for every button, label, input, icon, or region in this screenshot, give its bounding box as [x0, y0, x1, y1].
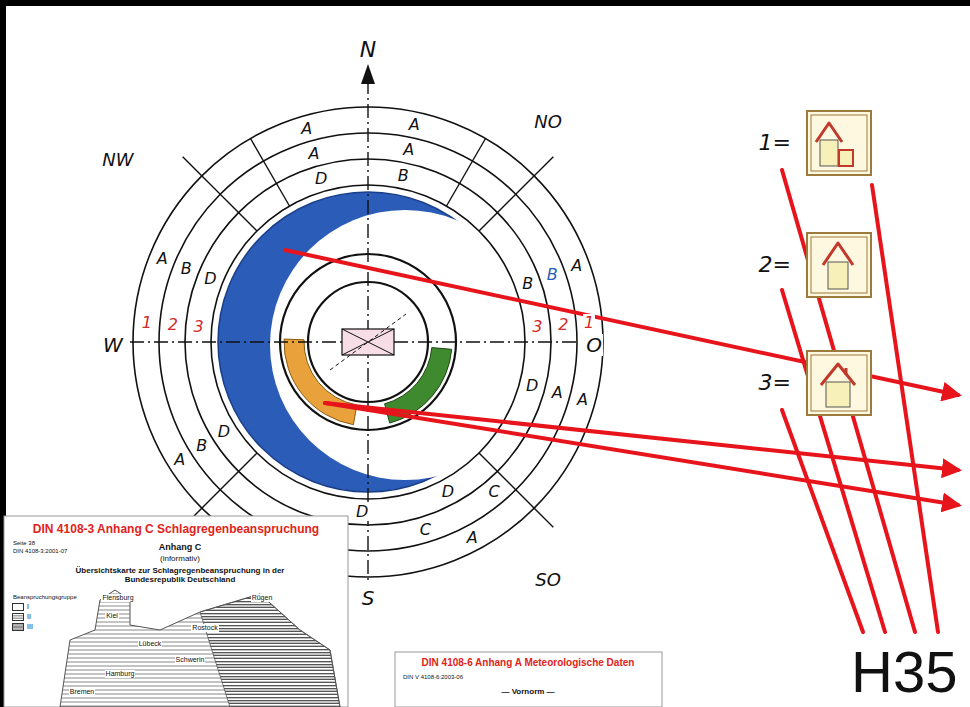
house-icon-box: 2=	[806, 232, 872, 298]
ring-number: 3	[193, 318, 205, 336]
number-label: 1=	[758, 131, 792, 155]
zone-letter: D	[525, 377, 539, 395]
direction-label: S	[361, 587, 376, 609]
city-label: Lübeck	[138, 640, 163, 648]
legend-row: III	[12, 623, 33, 631]
page-number: Seite 38	[12, 540, 36, 547]
zone-letter: A	[408, 116, 421, 134]
zone-letter: B	[397, 167, 410, 185]
legend-text: I	[27, 603, 29, 611]
document-inset	[4, 516, 662, 707]
annex-note: (informativ)	[159, 555, 201, 564]
direction-label: N	[359, 38, 377, 62]
city-label: Flensburg	[101, 594, 134, 602]
annex-heading: Anhang C	[158, 543, 203, 553]
ring-number: 1	[583, 314, 595, 332]
zone-letter: C	[487, 483, 500, 501]
zone-letter: D	[314, 170, 328, 188]
legend-row: II	[12, 613, 31, 621]
zone-letter: B	[521, 275, 534, 293]
city-label: Rügen	[251, 594, 274, 602]
number-label: 2=	[758, 253, 792, 277]
legend-text: III	[27, 623, 33, 631]
house-icon-box: 3=	[806, 350, 872, 416]
city-label: Schwerin	[175, 656, 206, 664]
standard-number: DIN V 4108-6:2003-06	[402, 674, 464, 681]
direction-label: O	[585, 334, 603, 356]
direction-label: SO	[534, 570, 562, 590]
house-icon	[806, 350, 872, 416]
zone-letter: A	[576, 391, 589, 409]
zone-letter: A	[570, 257, 583, 275]
zone-letter: A	[307, 145, 320, 163]
number-label: 3=	[758, 371, 792, 395]
house-icon	[806, 110, 872, 176]
city-label: Bremen	[69, 688, 96, 696]
zone-letter: A	[466, 529, 479, 547]
ring-number: 3	[531, 318, 543, 336]
zone-letter: D	[355, 503, 369, 521]
city-label: Hamburg	[105, 670, 136, 678]
building-plan	[330, 314, 406, 370]
ring-number: 2	[167, 316, 179, 334]
legend-heading: Beanspruchungsgruppe	[12, 594, 78, 601]
red-arrows	[285, 170, 958, 632]
zone-letter: B	[546, 266, 559, 284]
zone-letter: A	[551, 384, 564, 402]
zone-letter: A	[173, 451, 186, 469]
legend-swatch	[12, 623, 24, 631]
direction-label: W	[102, 334, 124, 356]
ring-number: 1	[141, 314, 153, 332]
direction-label: NW	[101, 150, 134, 170]
standard-number: DIN 4108-3:2001-07	[12, 548, 68, 555]
house-icon	[806, 232, 872, 298]
zone-letter: C	[419, 521, 432, 539]
zone-letter: D	[203, 270, 217, 288]
map-title: Übersichtskarte zur Schlagregenbeanspruc…	[74, 567, 286, 585]
document-note: — Vornorm —	[500, 688, 555, 697]
ring-number: 2	[557, 316, 569, 334]
zone-letter: D	[441, 483, 455, 501]
legend-row: I	[12, 603, 29, 611]
zone-letter: B	[180, 260, 193, 278]
zone-letter: A	[402, 141, 415, 159]
direction-label: NO	[533, 112, 563, 132]
legend-swatch	[12, 613, 24, 621]
zone-letter: A	[300, 120, 313, 138]
zone-letter: D	[217, 423, 231, 441]
zone-letter: B	[195, 437, 208, 455]
code-label: H35	[850, 640, 958, 704]
city-label: Kiel	[105, 612, 119, 620]
legend-swatch	[12, 603, 24, 611]
compass-axes	[130, 64, 578, 582]
document-title: DIN 4108-3 Anhang C Schlagregenbeanspruc…	[32, 523, 320, 536]
legend-text: II	[27, 613, 31, 621]
city-label: Rostock	[191, 624, 218, 632]
document-title: DIN 4108-6 Anhang A Meteorologische Date…	[421, 657, 636, 668]
house-icon-box: 1=	[806, 110, 872, 176]
zone-letter: A	[156, 250, 169, 268]
